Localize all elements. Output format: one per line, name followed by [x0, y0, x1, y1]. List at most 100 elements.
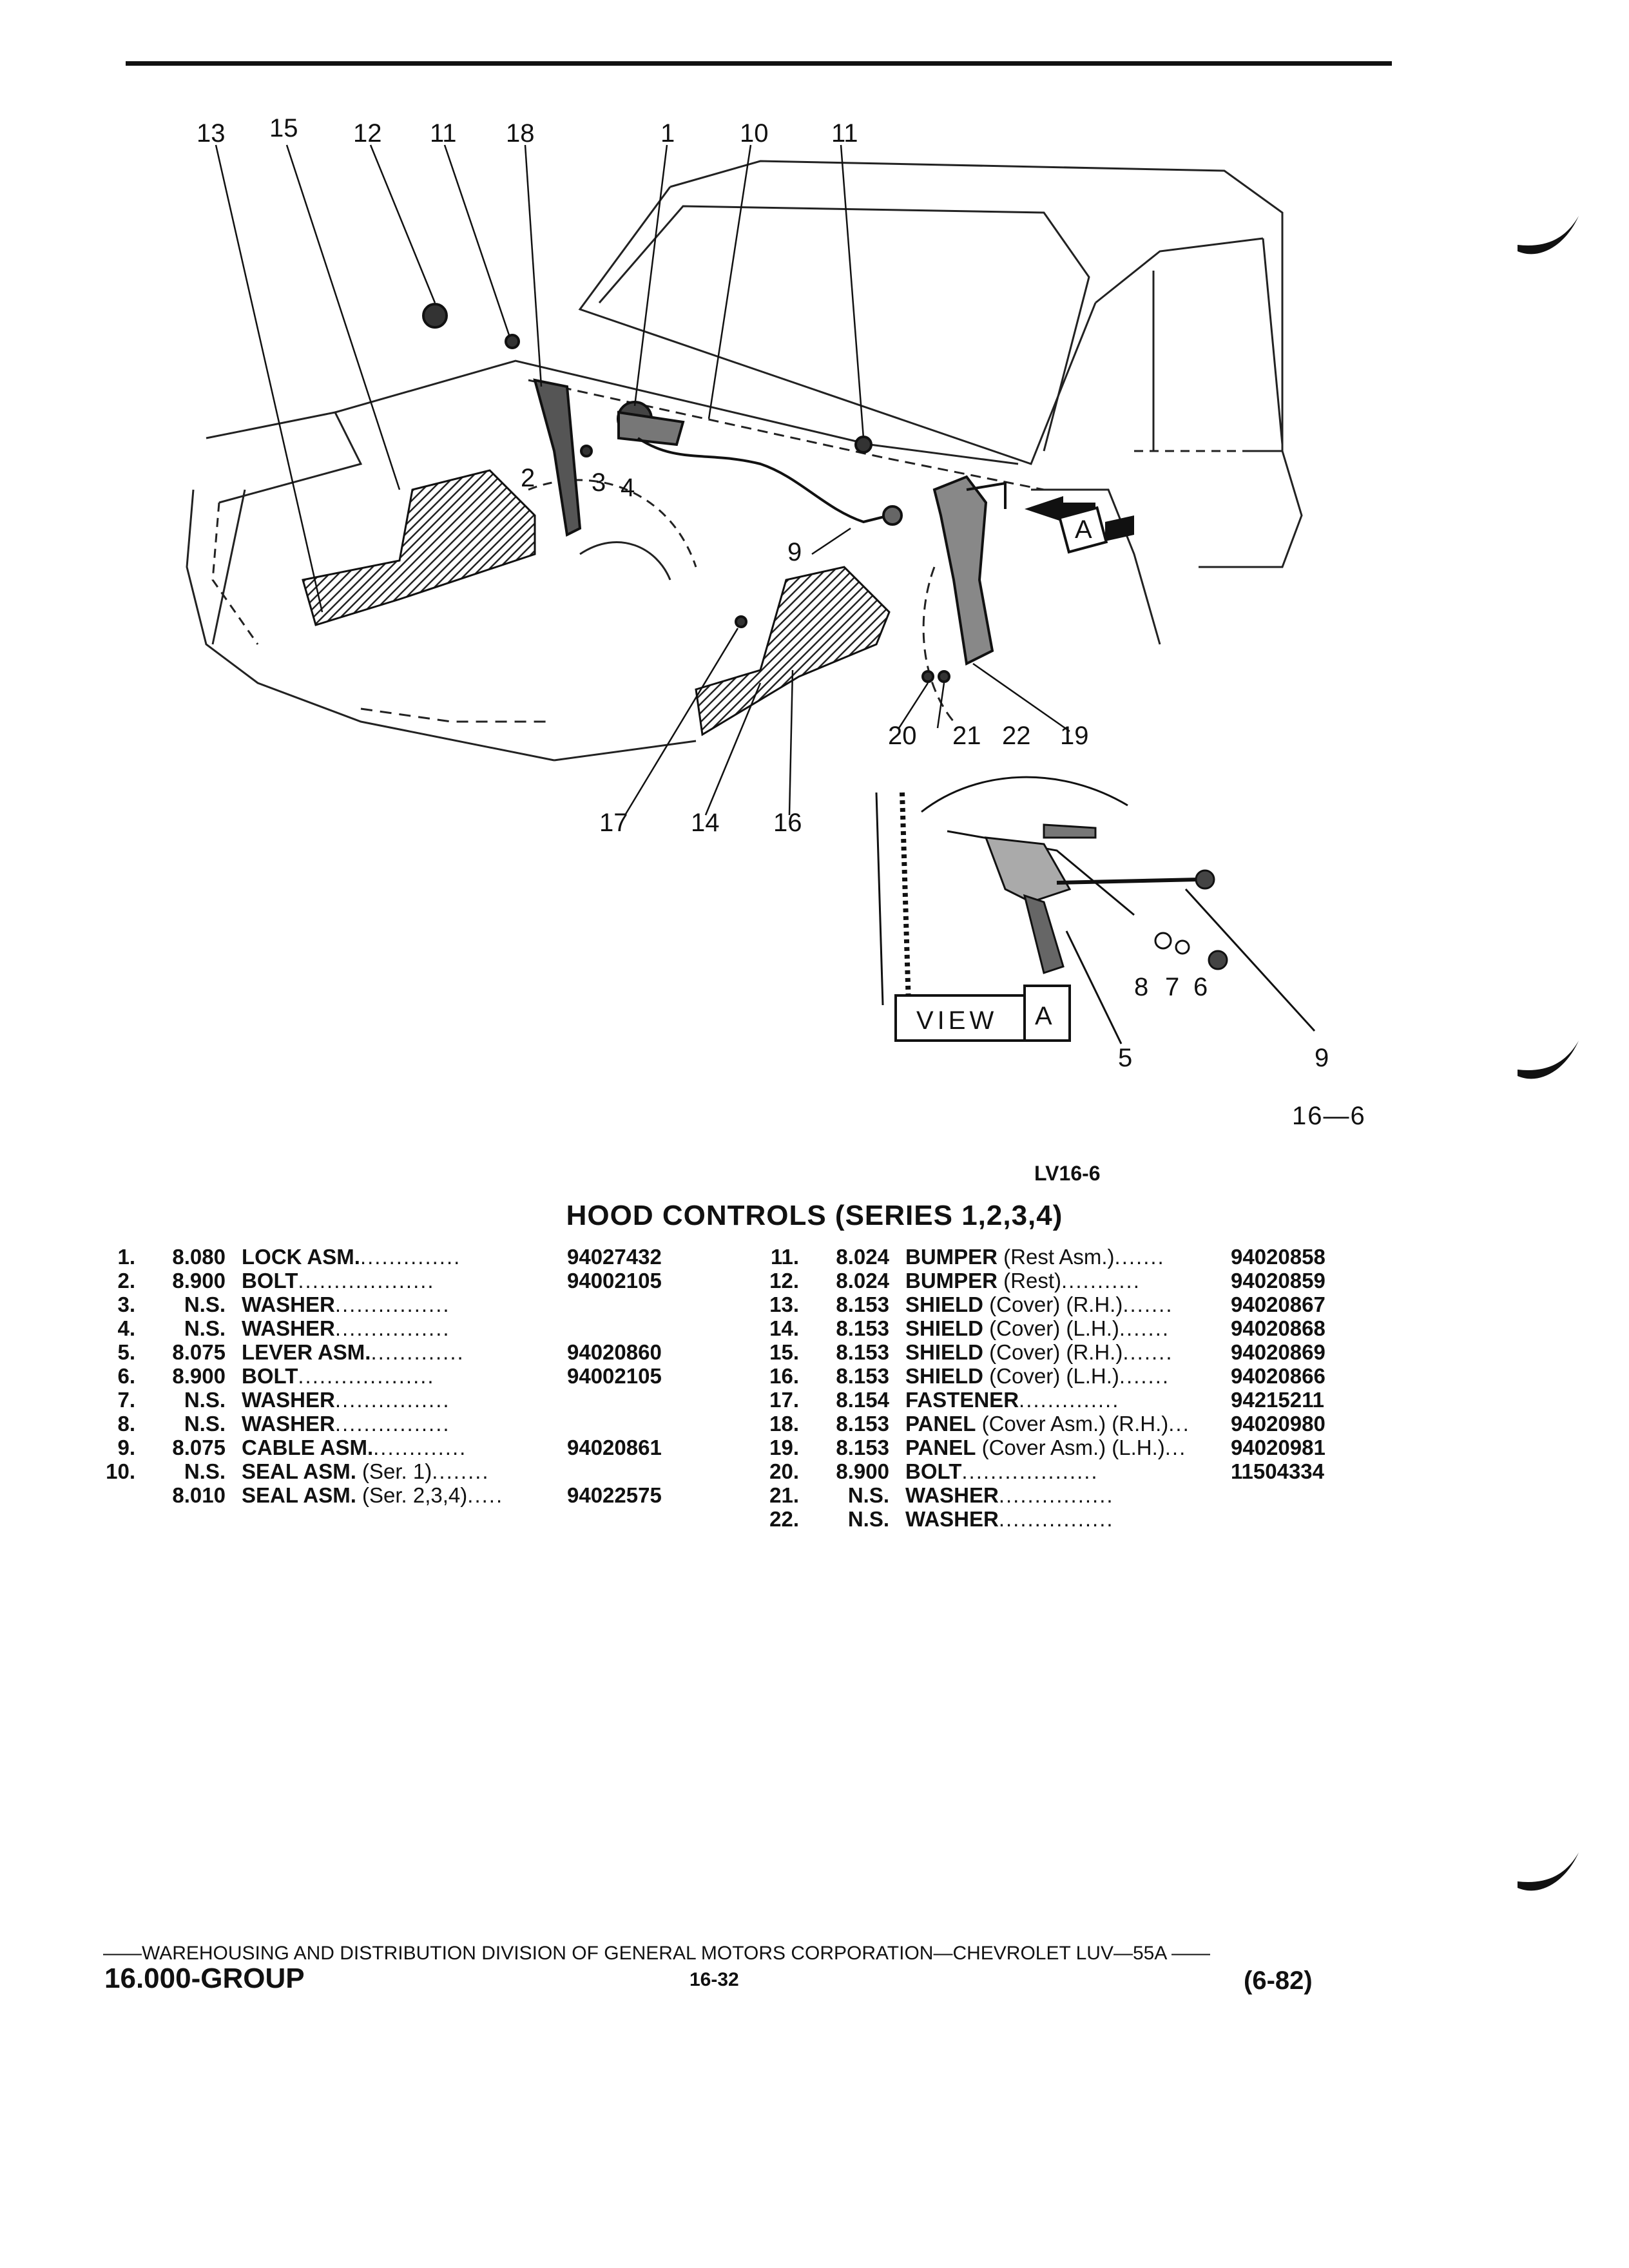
view-label: VIEW [916, 1006, 998, 1035]
shield-lh [695, 566, 891, 736]
part-description: WASHER [905, 1483, 999, 1507]
part-item-number: 18. [769, 1412, 799, 1436]
part-number: 94020980 [1231, 1412, 1325, 1436]
view-a-arrow-letter: A [1075, 515, 1092, 544]
part-leader-dots: ........... [1061, 1269, 1141, 1293]
part-description: BUMPER [905, 1269, 998, 1293]
part-description-cell: LOCK ASM............... [226, 1245, 567, 1269]
part-number: 94020869 [1231, 1340, 1325, 1364]
part-number: 94020858 [1231, 1245, 1325, 1269]
part-description-cell: LEVER ASM.............. [226, 1340, 567, 1364]
part-group-number: 8.153 [836, 1316, 889, 1340]
part-description-cell: BOLT................... [226, 1269, 567, 1293]
part-leader-dots: ....... [1119, 1316, 1170, 1340]
callout-12: 12 [353, 119, 382, 148]
parts-row: 3.N.S.WASHER................ [90, 1293, 686, 1316]
part-leader-dots: ................... [298, 1269, 435, 1293]
part-description-cell: BOLT................... [226, 1364, 567, 1388]
part-number: 94020860 [567, 1340, 662, 1364]
part-description-note: (Ser. 2,3,4) [356, 1483, 468, 1507]
part-item-number: 6. [117, 1364, 135, 1388]
part-group-number: 8.024 [836, 1269, 889, 1293]
part-number [1231, 1507, 1350, 1531]
callout-7: 7 [1165, 973, 1179, 1001]
part-description-cell: WASHER................ [226, 1388, 567, 1412]
footer-group: 16.000-GROUP [104, 1963, 305, 1994]
part-group-number: 8.154 [836, 1388, 889, 1412]
part-item-number: 17. [769, 1388, 799, 1412]
part-item-number: 7. [117, 1388, 135, 1412]
part-item-number [90, 1483, 135, 1507]
view-a-box [894, 985, 1071, 1042]
part-leader-dots: ..... [467, 1483, 504, 1507]
part-group-number: 8.024 [836, 1245, 889, 1269]
part-group-number: N.S. [847, 1483, 889, 1507]
part-description-note: (Rest Asm.) [998, 1245, 1115, 1269]
callout-13: 13 [197, 119, 226, 148]
part-group-number: 8.153 [836, 1436, 889, 1459]
part-description-cell: PANEL (Cover Asm.) (L.H.)... [889, 1436, 1231, 1459]
part-description-note: (Rest) [998, 1269, 1062, 1293]
part-item-number: 21. [769, 1483, 799, 1507]
part-description-cell: PANEL (Cover Asm.) (R.H.)... [889, 1412, 1231, 1436]
part-description-note: (Cover) (R.H.) [983, 1340, 1123, 1364]
part-description-cell: BUMPER (Rest)........... [889, 1269, 1231, 1293]
part-item-number: 13. [769, 1293, 799, 1316]
part-description-note: (Ser. 1) [356, 1459, 432, 1483]
part-number: 94022575 [567, 1483, 662, 1507]
part-number [567, 1316, 686, 1340]
hood-controls-diagram: A VIEW A 13 15 12 11 18 1 10 11 2 3 4 9 … [186, 114, 1329, 1072]
callout-2: 2 [521, 464, 535, 492]
part-leader-dots: .............. [360, 1245, 461, 1269]
part-number: 94027432 [567, 1245, 662, 1269]
callout-21: 21 [952, 722, 981, 750]
part-item-number: 4. [117, 1316, 135, 1340]
callout-15: 15 [269, 114, 298, 142]
shield-rh [302, 469, 536, 626]
part-item-number: 22. [769, 1507, 799, 1531]
binder-mark-icon [1518, 1041, 1579, 1079]
callout-5: 5 [1118, 1044, 1132, 1072]
parts-row: 7.N.S.WASHER................ [90, 1388, 686, 1412]
callout-9: 9 [787, 538, 802, 566]
hood-lock-assembly [422, 303, 1007, 683]
parts-row: 8.N.S.WASHER................ [90, 1412, 686, 1436]
part-leader-dots: ................... [298, 1364, 435, 1388]
part-group-number: 8.900 [836, 1459, 889, 1483]
part-description-note: (Cover Asm.) (R.H.) [976, 1412, 1169, 1436]
view-a-arrow [1025, 496, 1134, 554]
callout-17: 17 [599, 809, 628, 837]
part-description: LEVER ASM. [242, 1340, 371, 1364]
part-item-number: 20. [769, 1459, 799, 1483]
part-leader-dots: ........ [432, 1459, 490, 1483]
figure-number: 16—6 [1292, 1102, 1366, 1130]
part-description-cell: SHIELD (Cover) (L.H.)....... [889, 1316, 1231, 1340]
callout-16: 16 [773, 809, 802, 837]
part-number [567, 1412, 686, 1436]
part-number [567, 1388, 686, 1412]
parts-row: 10.N.S.SEAL ASM. (Ser. 1)........ [90, 1459, 686, 1483]
part-description: WASHER [905, 1507, 999, 1531]
part-description: PANEL [905, 1436, 976, 1459]
part-description: SEAL ASM. [242, 1483, 356, 1507]
page-title: HOOD CONTROLS (SERIES 1,2,3,4) [566, 1200, 1063, 1231]
callout-11-left: 11 [430, 119, 457, 148]
part-item-number: 1. [117, 1245, 135, 1269]
part-description-note: (Cover) (R.H.) [983, 1293, 1123, 1316]
parts-row: 21.N.S.WASHER................ [754, 1483, 1350, 1507]
callout-3: 3 [592, 468, 606, 497]
callout-19: 19 [1060, 722, 1089, 750]
view-a-inset [875, 776, 1316, 1044]
leader-lines [215, 144, 1070, 816]
part-description: BOLT [242, 1364, 298, 1388]
part-group-number: 8.153 [836, 1340, 889, 1364]
part-item-number: 12. [769, 1269, 799, 1293]
part-leader-dots: ... [1168, 1412, 1190, 1436]
part-description-cell: WASHER................ [889, 1507, 1231, 1531]
